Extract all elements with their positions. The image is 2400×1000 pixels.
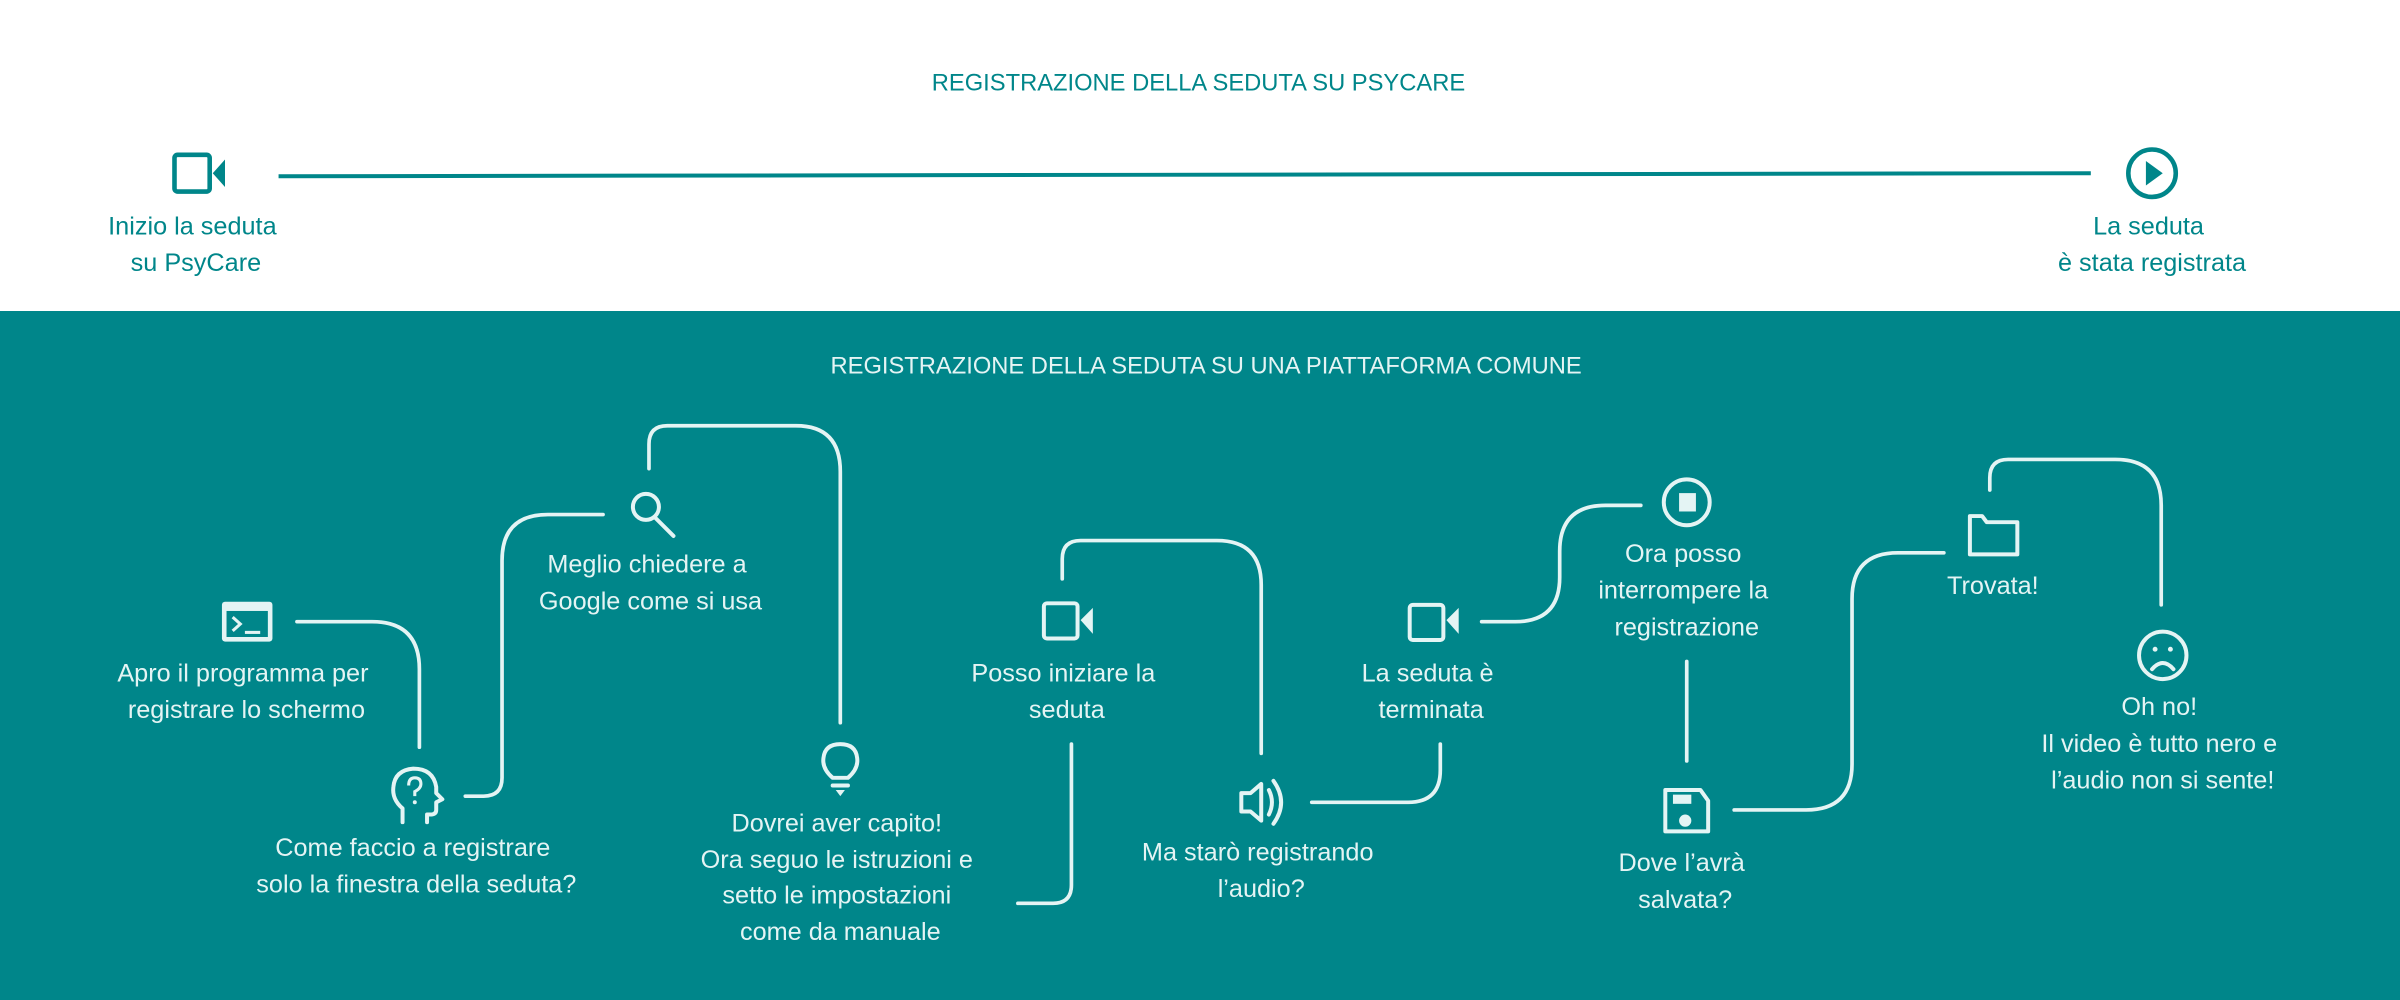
play-circle-icon [2126,147,2179,200]
folder-icon [1967,514,2020,557]
step-label: Come faccio a registrare solo la finestr… [256,834,576,899]
question-head-icon [391,766,445,825]
psycare-title: REGISTRAZIONE DELLA SEDUTA SU PSYCARE [932,71,1465,97]
step-label: Oh no! Il video è tutto nero e l’audio n… [2041,693,2284,794]
step-label: Posso iniziare la seduta [971,659,1162,724]
step-label: Trovata! [1947,572,2039,600]
common-title: REGISTRAZIONE DELLA SEDUTA SU UNA PIATTA… [831,354,1582,380]
sad-face-icon [2137,629,2189,682]
stop-circle-icon [1661,477,1712,528]
video-camera-icon [172,152,225,194]
search-icon [630,491,676,538]
lightbulb-icon [821,742,860,797]
psycare-section [0,0,2400,311]
step-label: Meglio chiedere a Google come si usa [539,551,763,616]
video-camera-icon [1407,602,1459,643]
speaker-icon [1239,778,1284,826]
connectors [295,423,2164,906]
psycare-start-label: Inizio la seduta su PsyCare [108,212,283,277]
step-label: Dove l’avrà salvata? [1619,849,1752,914]
step-label: La seduta è terminata [1362,659,1501,724]
psycare-end-label: La seduta è stata registrata [2058,212,2247,277]
floppy-disk-icon [1663,788,1711,834]
step-label: Apro il programma per registrare lo sche… [117,659,375,724]
step-label: Dovrei aver capito! Ora seguo le istruzi… [701,809,980,946]
video-camera-icon [1041,601,1093,641]
terminal-icon [221,601,273,642]
psycare-timeline [278,171,2091,179]
common-platform-section [0,311,2400,1000]
step-label: Ora posso interrompere la registrazione [1598,540,1775,641]
step-label: Ma starò registrando l’audio? [1142,838,1381,903]
